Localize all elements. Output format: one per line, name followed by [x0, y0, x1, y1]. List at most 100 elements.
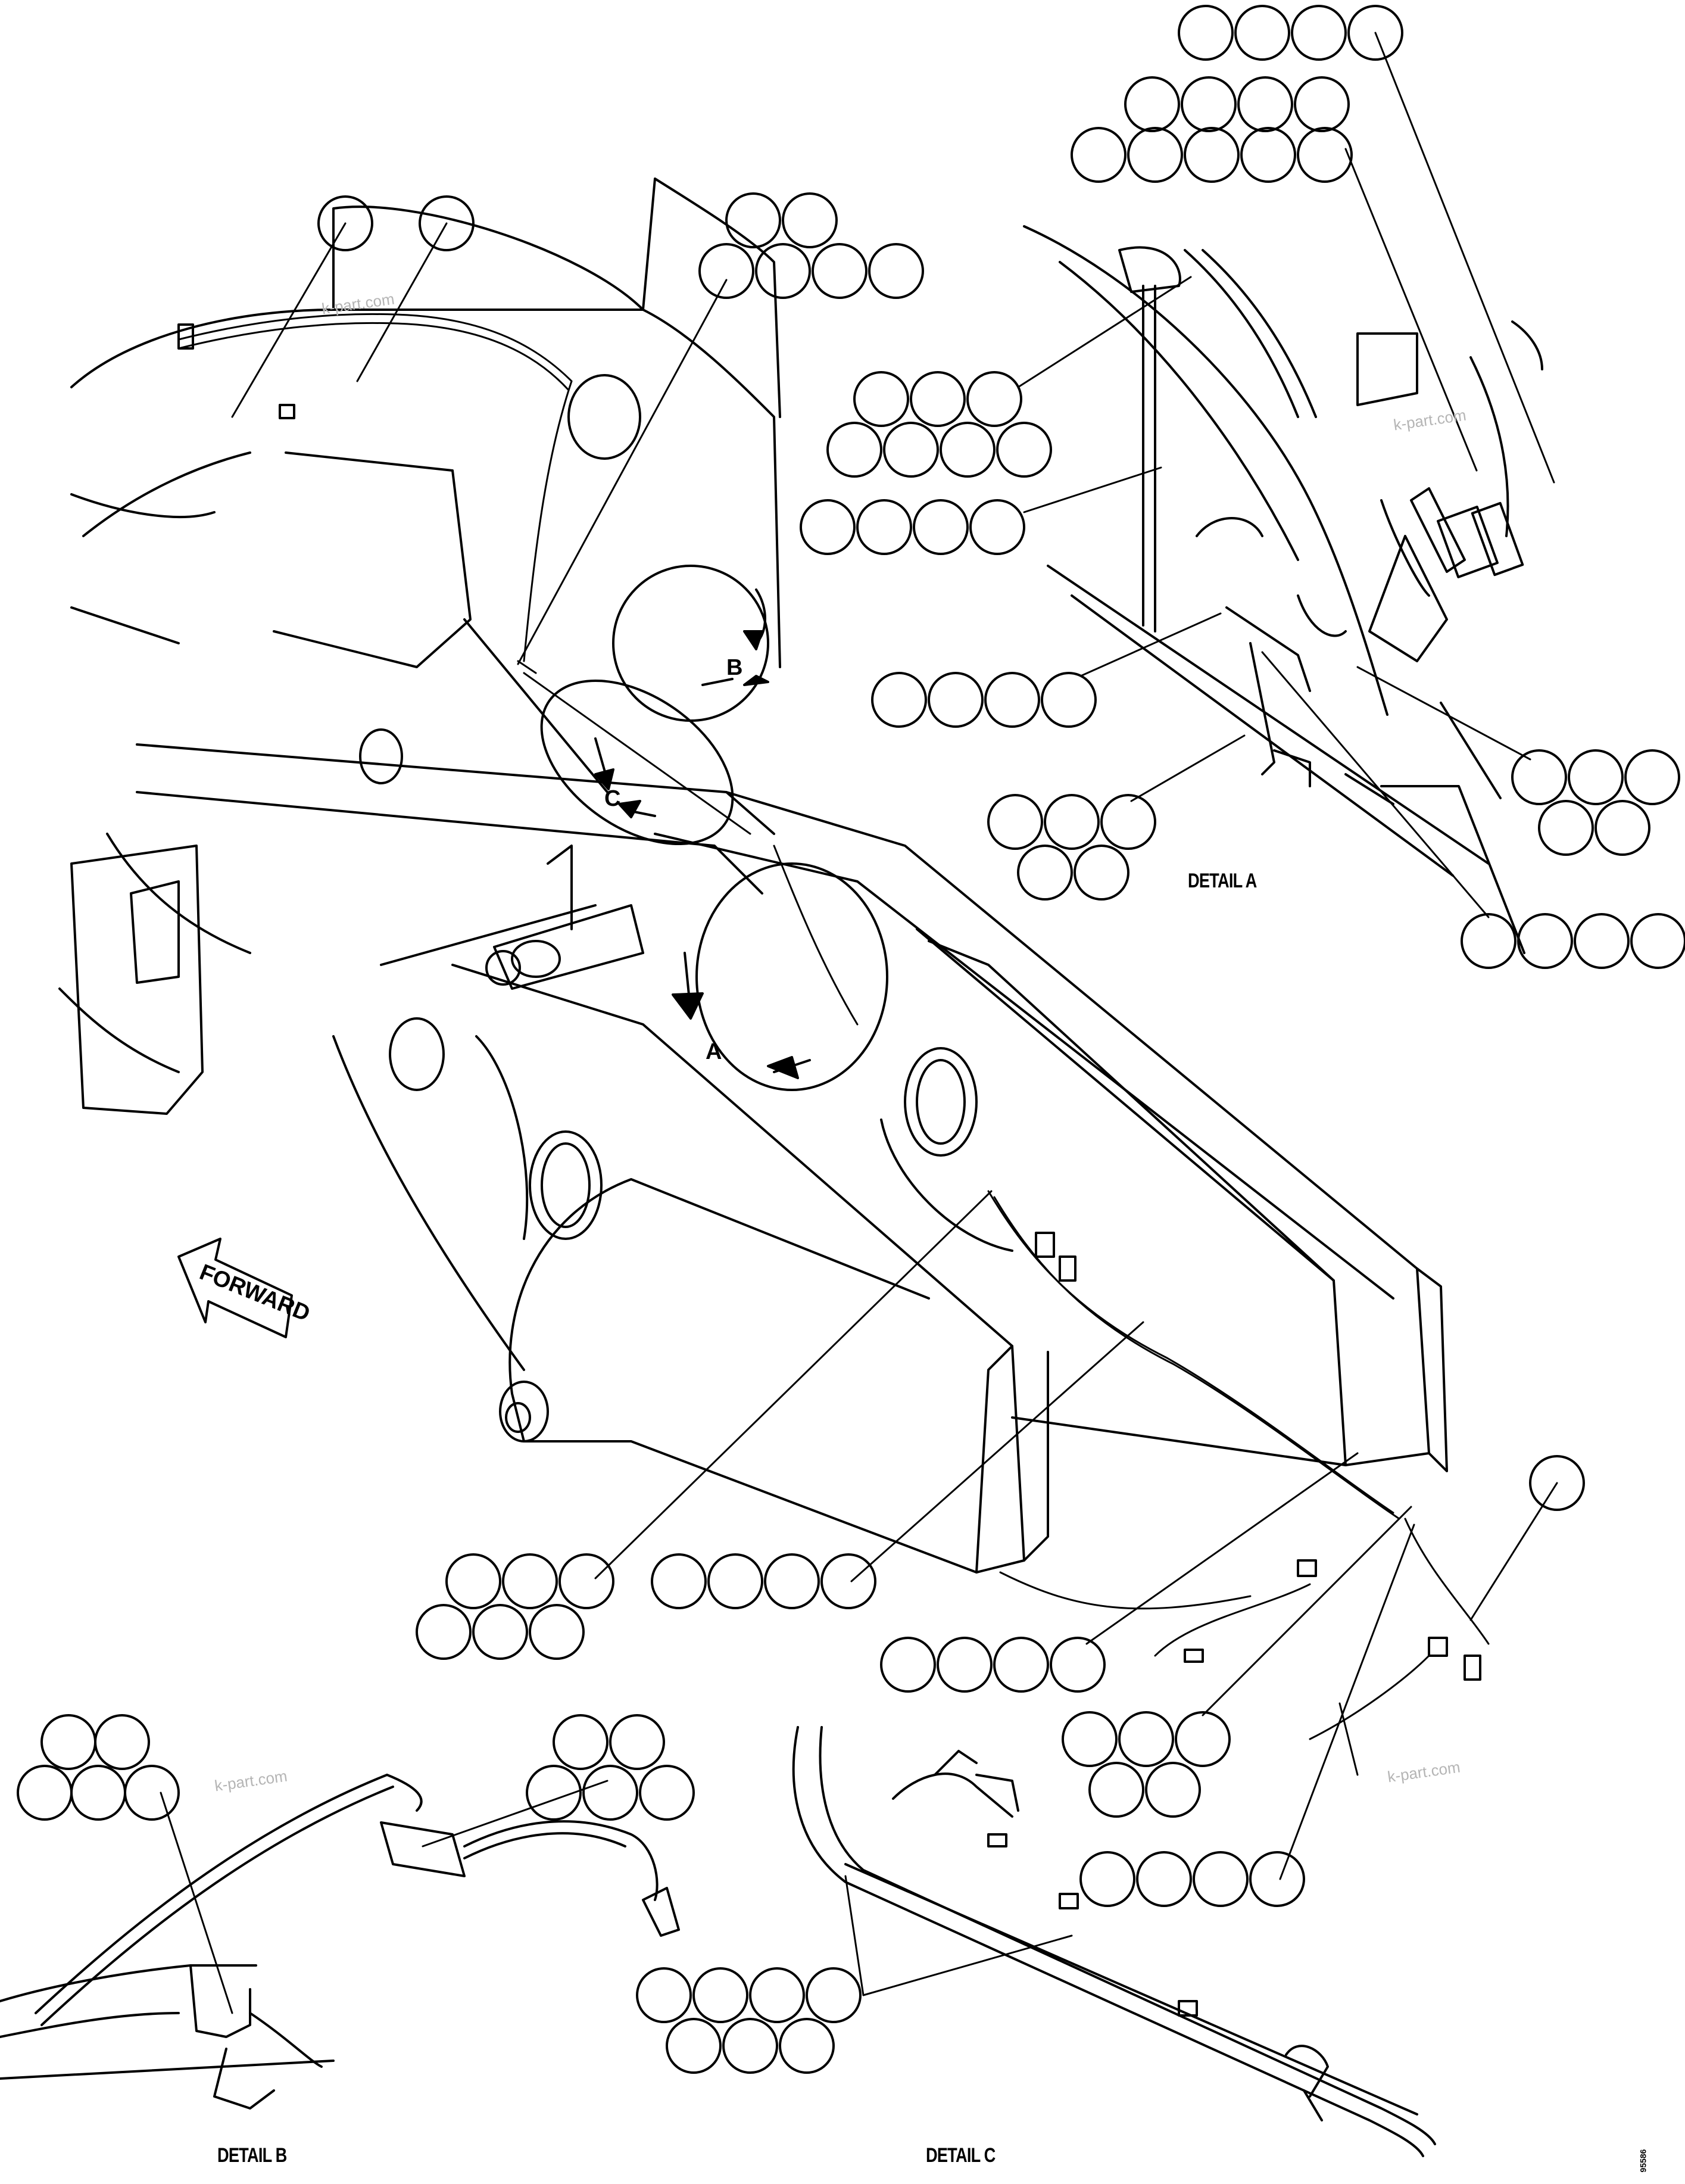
callout-balloon — [317, 195, 373, 251]
frame-bores — [359, 374, 978, 1443]
callout-balloon — [416, 1604, 472, 1660]
callout-balloon — [124, 1765, 180, 1821]
callout-balloon — [1568, 749, 1624, 805]
callout-balloon — [812, 243, 868, 299]
callout-balloon — [928, 672, 984, 728]
view-letter-a: A — [706, 1039, 722, 1064]
callout-balloon — [1044, 794, 1100, 850]
callout-balloon — [698, 243, 754, 299]
sheet-id: 95586 — [1638, 2149, 1648, 2173]
callout-balloon — [910, 371, 966, 427]
callout-balloon — [1574, 913, 1630, 969]
callout-balloon — [1124, 76, 1180, 132]
callout-balloon — [419, 195, 475, 251]
callout-balloon — [1118, 1711, 1174, 1767]
detail-c-drawing — [792, 1726, 1436, 2157]
callout-balloon — [856, 499, 912, 555]
callout-balloon — [636, 1967, 692, 2023]
callout-balloon — [1088, 1762, 1144, 1818]
callout-balloon — [1184, 127, 1240, 183]
callout-balloon — [70, 1765, 126, 1821]
callout-balloon — [1249, 1851, 1305, 1907]
callout-balloon — [1538, 800, 1594, 856]
callout-balloon — [883, 422, 939, 478]
callout-balloon — [987, 794, 1043, 850]
callout-balloons — [17, 5, 1685, 2074]
callout-balloon — [1624, 749, 1680, 805]
callout-balloon — [826, 422, 882, 478]
main-frame-outline — [70, 177, 1448, 1574]
callout-balloon — [913, 499, 969, 555]
leader-lines — [160, 32, 1558, 2014]
callout-balloon — [1347, 5, 1403, 61]
callout-balloon — [782, 192, 838, 248]
callout-balloon — [40, 1714, 96, 1770]
callout-balloon — [445, 1553, 501, 1609]
callout-balloon — [853, 371, 909, 427]
callout-balloon — [1517, 913, 1573, 969]
callout-balloon — [996, 422, 1052, 478]
callout-balloon — [1630, 913, 1685, 969]
callout-balloon — [666, 2018, 722, 2074]
callout-balloon — [472, 1604, 528, 1660]
callout-balloon — [722, 2018, 778, 2074]
callout-balloon — [1240, 127, 1296, 183]
callout-balloon — [880, 1637, 936, 1693]
callout-balloon — [820, 1553, 876, 1609]
callout-balloon — [17, 1765, 73, 1821]
callout-balloon — [1461, 913, 1516, 969]
view-letter-c: C — [604, 786, 621, 811]
view-circles — [540, 565, 888, 1091]
cylinder-assembly — [485, 845, 644, 990]
detail-a-label: DETAIL A — [1188, 870, 1257, 892]
callout-balloon — [692, 1967, 748, 2023]
callout-balloon — [1071, 127, 1127, 183]
callout-balloon — [969, 499, 1025, 555]
callout-balloon — [1594, 800, 1650, 856]
callout-balloon — [1181, 76, 1237, 132]
callout-balloon — [1297, 127, 1353, 183]
detail-b-label: DETAIL B — [217, 2144, 287, 2167]
callout-balloon — [1127, 127, 1183, 183]
callout-balloon — [779, 2018, 835, 2074]
callout-balloon — [553, 1714, 609, 1770]
callout-balloon — [1017, 845, 1073, 901]
callout-balloon — [1050, 1637, 1106, 1693]
callout-balloon — [651, 1553, 707, 1609]
callout-balloon — [1100, 794, 1156, 850]
callout-balloon — [749, 1967, 805, 2023]
detail-a-drawing — [1023, 225, 1543, 954]
callout-balloon — [707, 1553, 763, 1609]
callout-balloon — [806, 1967, 862, 2023]
callout-balloon — [1511, 749, 1567, 805]
callout-balloon — [1529, 1455, 1585, 1511]
callout-balloon — [966, 371, 1022, 427]
callout-balloon — [800, 499, 856, 555]
callout-balloon — [1079, 1851, 1135, 1907]
detail-c-label: DETAIL C — [926, 2144, 996, 2167]
callout-balloon — [1237, 76, 1293, 132]
callout-balloon — [764, 1553, 820, 1609]
callout-balloon — [1074, 845, 1129, 901]
harness-connectors — [177, 323, 1481, 1681]
callout-balloon — [1193, 1851, 1249, 1907]
callout-balloon — [1234, 5, 1290, 61]
callout-balloon — [1041, 672, 1097, 728]
forward-arrow — [177, 1238, 293, 1338]
callout-balloon — [755, 243, 811, 299]
callout-balloon — [1175, 1711, 1231, 1767]
callout-balloon — [868, 243, 924, 299]
main-harness — [177, 313, 1490, 1776]
left-structure — [58, 493, 216, 1115]
callout-balloon — [1178, 5, 1234, 61]
callout-balloon — [993, 1637, 1049, 1693]
callout-balloon — [1062, 1711, 1118, 1767]
callout-balloon — [526, 1765, 582, 1821]
callout-balloon — [940, 422, 996, 478]
callout-balloon — [558, 1553, 614, 1609]
callout-balloon — [639, 1765, 695, 1821]
callout-balloon — [582, 1765, 638, 1821]
callout-balloon — [871, 672, 927, 728]
callout-balloon — [1145, 1762, 1201, 1818]
